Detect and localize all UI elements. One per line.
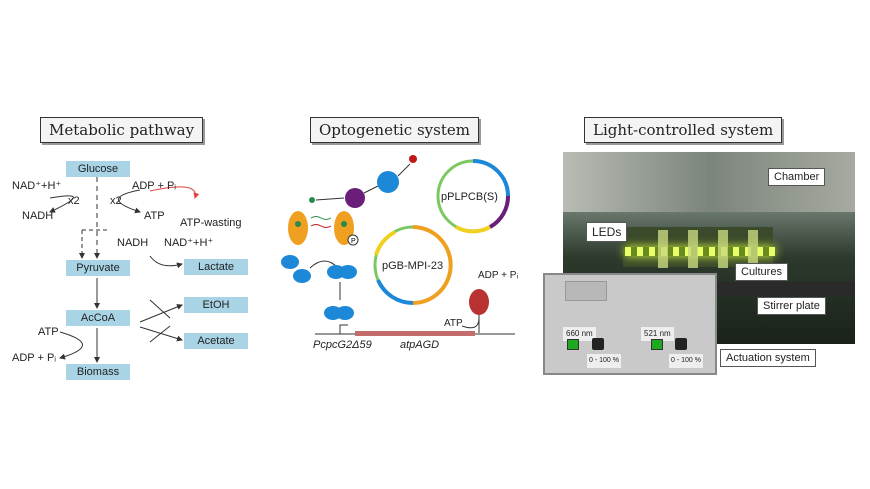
label-x2-left: x2 [68, 195, 80, 207]
callout-cultures: Cultures [735, 263, 788, 281]
led-660-indicator [567, 339, 579, 350]
label-atp-bottom: ATP [38, 326, 59, 338]
callout-chamber: Chamber [768, 168, 826, 186]
node-accoa: AcCoA [66, 310, 130, 326]
label-nad-h-mid: NAD⁺+H⁺ [164, 237, 214, 249]
actuation-device: 660 nm 0 - 100 % 521 nm 0 - 100 % [543, 273, 717, 375]
callout-actuation-system: Actuation system [720, 349, 816, 367]
label-521nm: 521 nm [641, 327, 674, 341]
label-nad-h: NAD⁺+H⁺ [12, 180, 62, 192]
label-adp-pi-top: ADP + Pᵢ [132, 180, 177, 192]
node-pyruvate: Pyruvate [66, 260, 130, 276]
label-x2-right: x2 [110, 195, 122, 207]
plasmid-pplpcb-label: pPLPCB(S) [441, 191, 498, 203]
callout-leds: LEDs [586, 222, 628, 242]
knob-660[interactable] [592, 338, 604, 350]
knob-521[interactable] [675, 338, 687, 350]
gene-label: atpAGD [400, 339, 440, 351]
led-521-indicator [651, 339, 663, 350]
label-nadh-left: NADH [22, 210, 54, 222]
node-lactate: Lactate [184, 259, 248, 275]
optogenetic-system-title: Optogenetic system [310, 117, 479, 143]
metabolic-pathway-title: Metabolic pathway [40, 117, 204, 143]
callout-stirrer-plate: Stirrer plate [757, 297, 826, 315]
label-atp-wasting: ATP-wasting [180, 217, 242, 229]
node-etoh: EtOH [184, 297, 248, 313]
label-adp-pi-bottom: ADP + Pᵢ [12, 352, 57, 364]
promoter-label: PcpcG2Δ59 [313, 339, 372, 351]
node-biomass: Biomass [66, 364, 130, 380]
label-atp-opto: ATP [444, 318, 463, 329]
node-glucose: Glucose [66, 161, 130, 177]
label-atp-top: ATP [144, 210, 165, 222]
plasmid-pgb-mpi-label: pGB-MPI-23 [382, 260, 444, 272]
label-660nm: 660 nm [563, 327, 596, 341]
phospho-badge: P [351, 238, 356, 245]
light-controlled-system-title: Light-controlled system [584, 117, 783, 143]
node-acetate: Acetate [184, 333, 248, 349]
label-adp-pi-opto: ADP + Pᵢ [478, 270, 519, 281]
label-nadh-mid: NADH [117, 237, 149, 249]
label-range-660: 0 - 100 % [587, 354, 621, 368]
label-range-521: 0 - 100 % [669, 354, 703, 368]
